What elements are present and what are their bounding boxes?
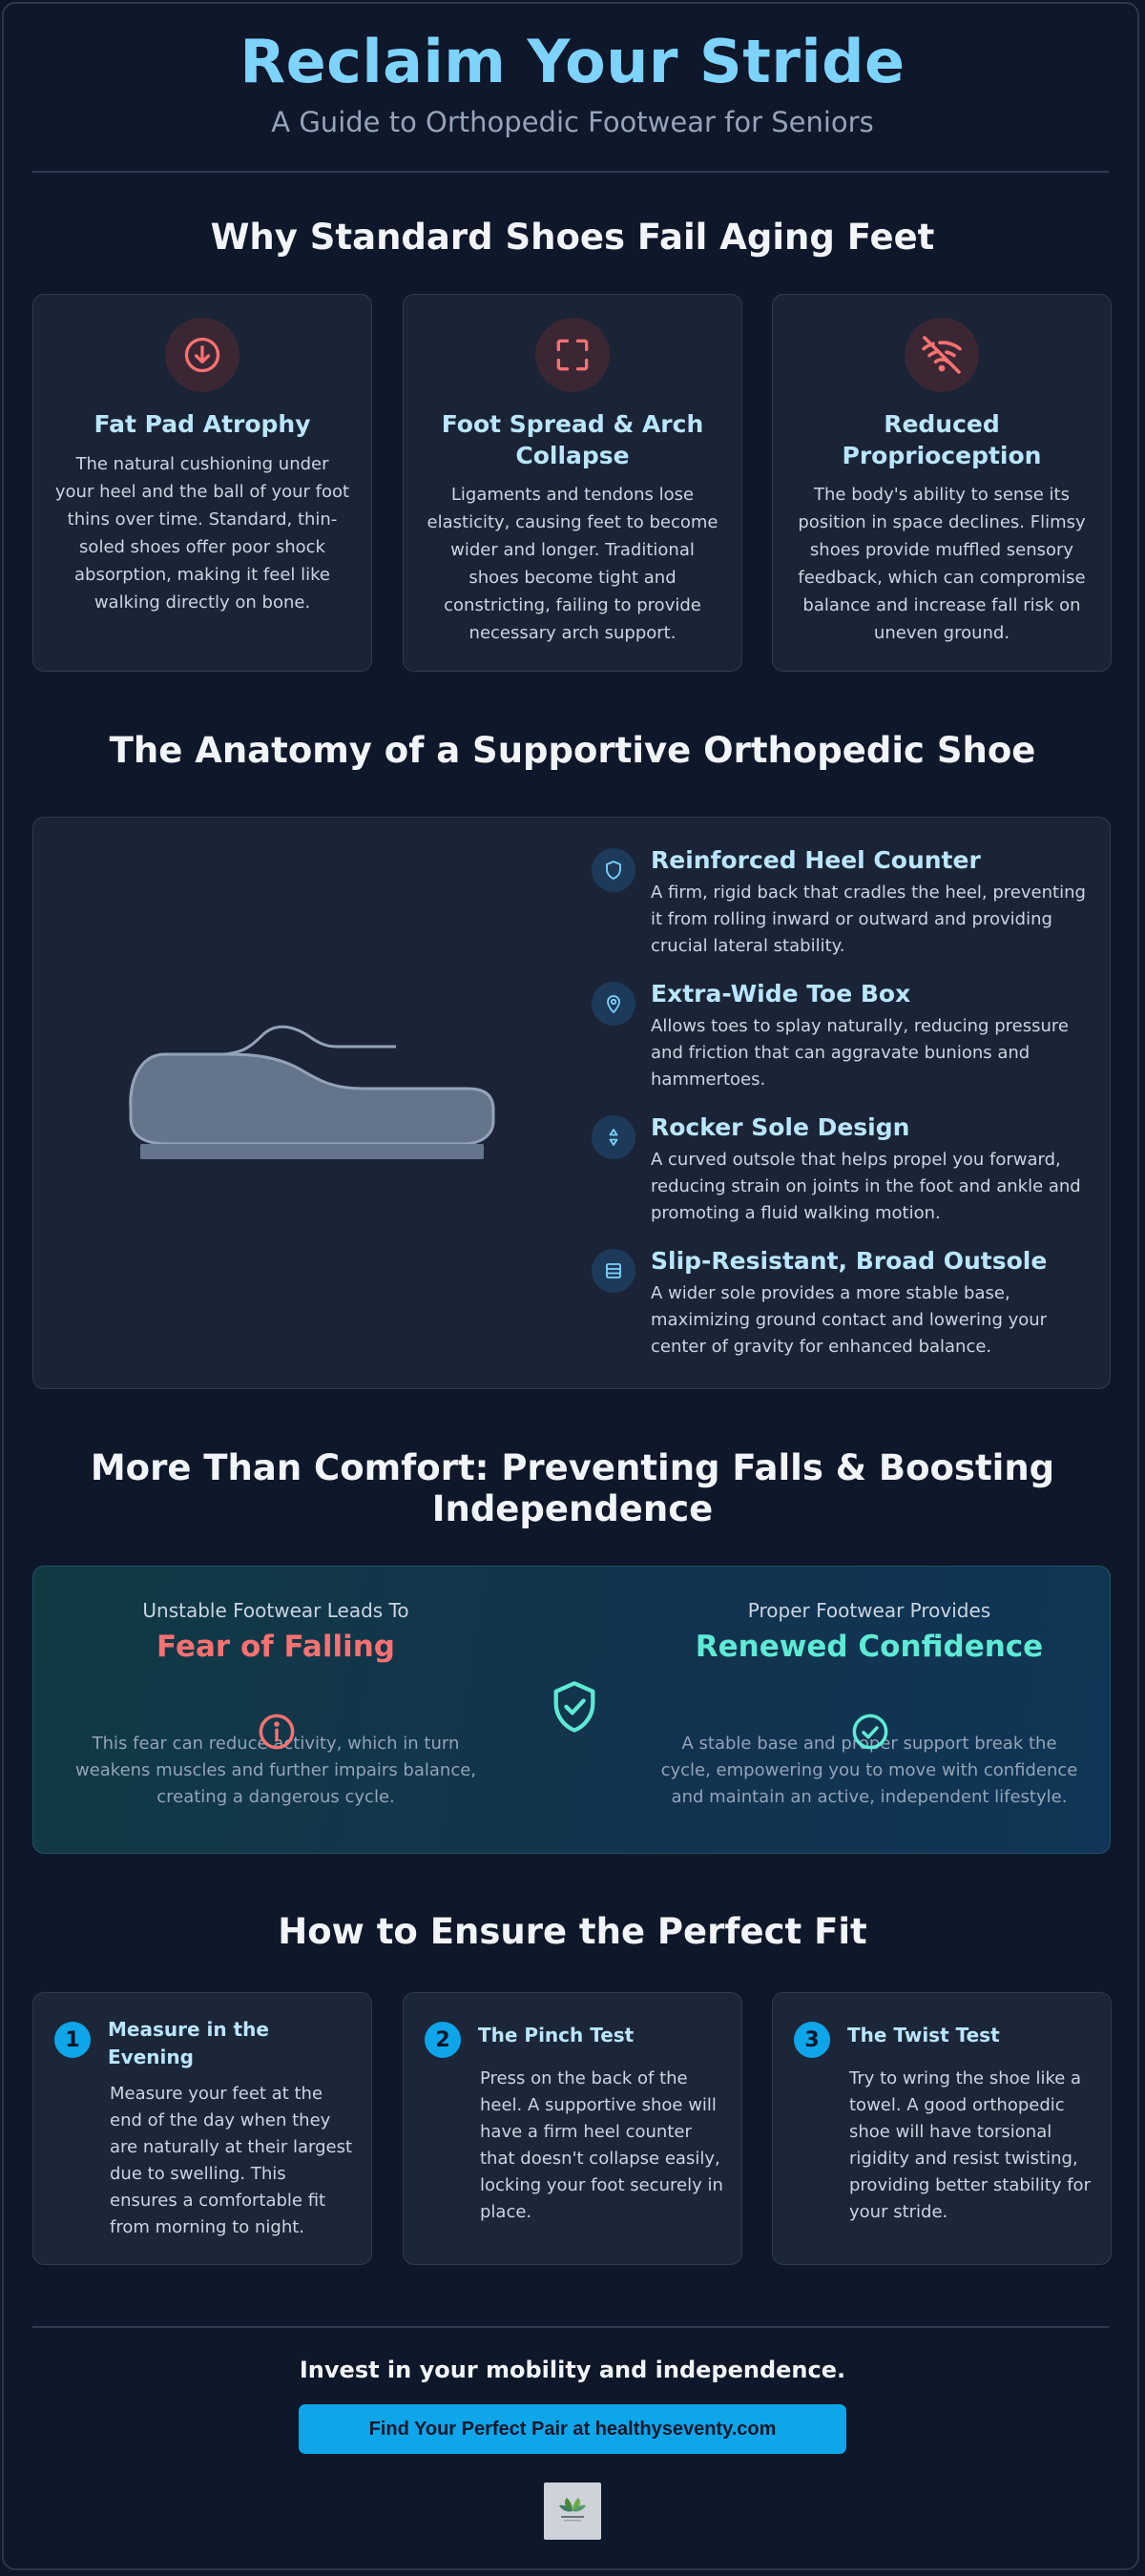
comfort-left-heading: Fear of Falling: [156, 1630, 395, 1664]
why-card-proprioception: Reduced Proprioception The body's abilit…: [772, 294, 1112, 672]
why-card-foot-spread: Foot Spread & Arch Collapse Ligaments an…: [403, 294, 742, 672]
comfort-right: Proper Footwear Provides Renewed Confide…: [659, 1599, 1079, 1811]
header: Reclaim Your Stride A Guide to Orthopedi…: [0, 27, 1145, 138]
feature-toe-box: Extra-Wide Toe Box Allows toes to splay …: [592, 980, 1088, 1093]
page-title: Reclaim Your Stride: [239, 27, 906, 96]
shield-check-icon: [550, 1679, 599, 1740]
step-text: Press on the back of the heel. A support…: [480, 2068, 723, 2222]
why-card-title: Fat Pad Atrophy: [94, 410, 311, 438]
fit-step-3: 3 The Twist Test Try to wring the shoe l…: [772, 1992, 1112, 2265]
cta-title: Invest in your mobility and independence…: [299, 2357, 846, 2383]
comfort-right-text: A stable base and proper support break t…: [660, 1734, 1078, 1807]
step-title: The Pinch Test: [478, 2024, 635, 2046]
step-number: 2: [425, 2022, 461, 2058]
arrow-down-circle-icon: [165, 318, 239, 392]
expand-corners-icon: [535, 318, 610, 392]
rocker-arrows-icon: [592, 1115, 635, 1159]
feature-outsole: Slip-Resistant, Broad Outsole A wider so…: [592, 1247, 1088, 1361]
feature-title: Extra-Wide Toe Box: [651, 980, 911, 1008]
step-number: 3: [794, 2022, 830, 2058]
step-number: 1: [54, 2022, 91, 2058]
feature-text: Allows toes to splay naturally, reducing…: [651, 1016, 1069, 1090]
anatomy-section-title: The Anatomy of a Supportive Orthopedic S…: [109, 730, 1036, 771]
comfort-left: Unstable Footwear Leads To Fear of Falli…: [66, 1599, 486, 1811]
step-text: Measure your feet at the end of the day …: [110, 2084, 353, 2237]
info-icon: [257, 1712, 297, 1755]
location-pin-icon: [592, 982, 635, 1026]
why-card-text: The body's ability to sense its position…: [798, 485, 1086, 643]
why-card-title: Foot Spread & Arch Collapse: [441, 410, 704, 469]
feature-text: A firm, rigid back that cradles the heel…: [651, 883, 1086, 956]
step-title: Measure in the Evening: [108, 2018, 269, 2068]
step-text: Try to wring the shoe like a towel. A go…: [849, 2068, 1091, 2222]
why-card-title: Reduced Proprioception: [842, 410, 1042, 469]
comfort-card: Unstable Footwear Leads To Fear of Falli…: [32, 1566, 1111, 1854]
fit-step-1: 1 Measure in the Evening Measure your fe…: [32, 1992, 372, 2265]
feature-title: Reinforced Heel Counter: [651, 846, 981, 874]
leaf-logo-icon: [559, 2498, 586, 2522]
brand-logo: [544, 2483, 601, 2540]
divider: [32, 171, 1109, 173]
fit-section-title: How to Ensure the Perfect Fit: [278, 1911, 867, 1952]
feature-rocker-sole: Rocker Sole Design A curved outsole that…: [592, 1113, 1088, 1227]
comfort-right-heading: Renewed Confidence: [695, 1630, 1044, 1664]
why-section-title: Why Standard Shoes Fail Aging Feet: [210, 217, 935, 258]
layers-icon: [592, 1249, 635, 1293]
step-title: The Twist Test: [847, 2024, 1000, 2046]
page-subtitle: A Guide to Orthopedic Footwear for Senio…: [271, 106, 874, 138]
wifi-off-icon: [905, 318, 979, 392]
comfort-left-label: Unstable Footwear Leads To: [142, 1599, 409, 1622]
divider: [32, 2326, 1109, 2328]
feature-title: Rocker Sole Design: [651, 1113, 910, 1141]
comfort-section-title: More Than Comfort: Preventing Falls & Bo…: [90, 1447, 1055, 1529]
find-pair-button[interactable]: Find Your Perfect Pair at healthyseventy…: [299, 2404, 846, 2454]
shoe-illustration: [129, 1025, 495, 1159]
why-card-fat-pad: Fat Pad Atrophy The natural cushioning u…: [32, 294, 372, 672]
why-card-text: The natural cushioning under your heel a…: [54, 453, 350, 613]
feature-heel-counter: Reinforced Heel Counter A firm, rigid ba…: [592, 846, 1088, 960]
fit-step-2: 2 The Pinch Test Press on the back of th…: [403, 1992, 742, 2265]
why-card-text: Ligaments and tendons lose elasticity, c…: [427, 485, 718, 643]
feature-title: Slip-Resistant, Broad Outsole: [651, 1247, 1048, 1275]
check-circle-icon: [850, 1712, 890, 1755]
feature-text: A curved outsole that helps propel you f…: [651, 1150, 1081, 1223]
comfort-right-label: Proper Footwear Provides: [747, 1599, 991, 1622]
shield-icon: [592, 848, 635, 892]
anatomy-card: Reinforced Heel Counter A firm, rigid ba…: [32, 817, 1111, 1389]
comfort-left-text: This fear can reduce activity, which in …: [74, 1734, 477, 1807]
feature-text: A wider sole provides a more stable base…: [651, 1283, 1048, 1357]
